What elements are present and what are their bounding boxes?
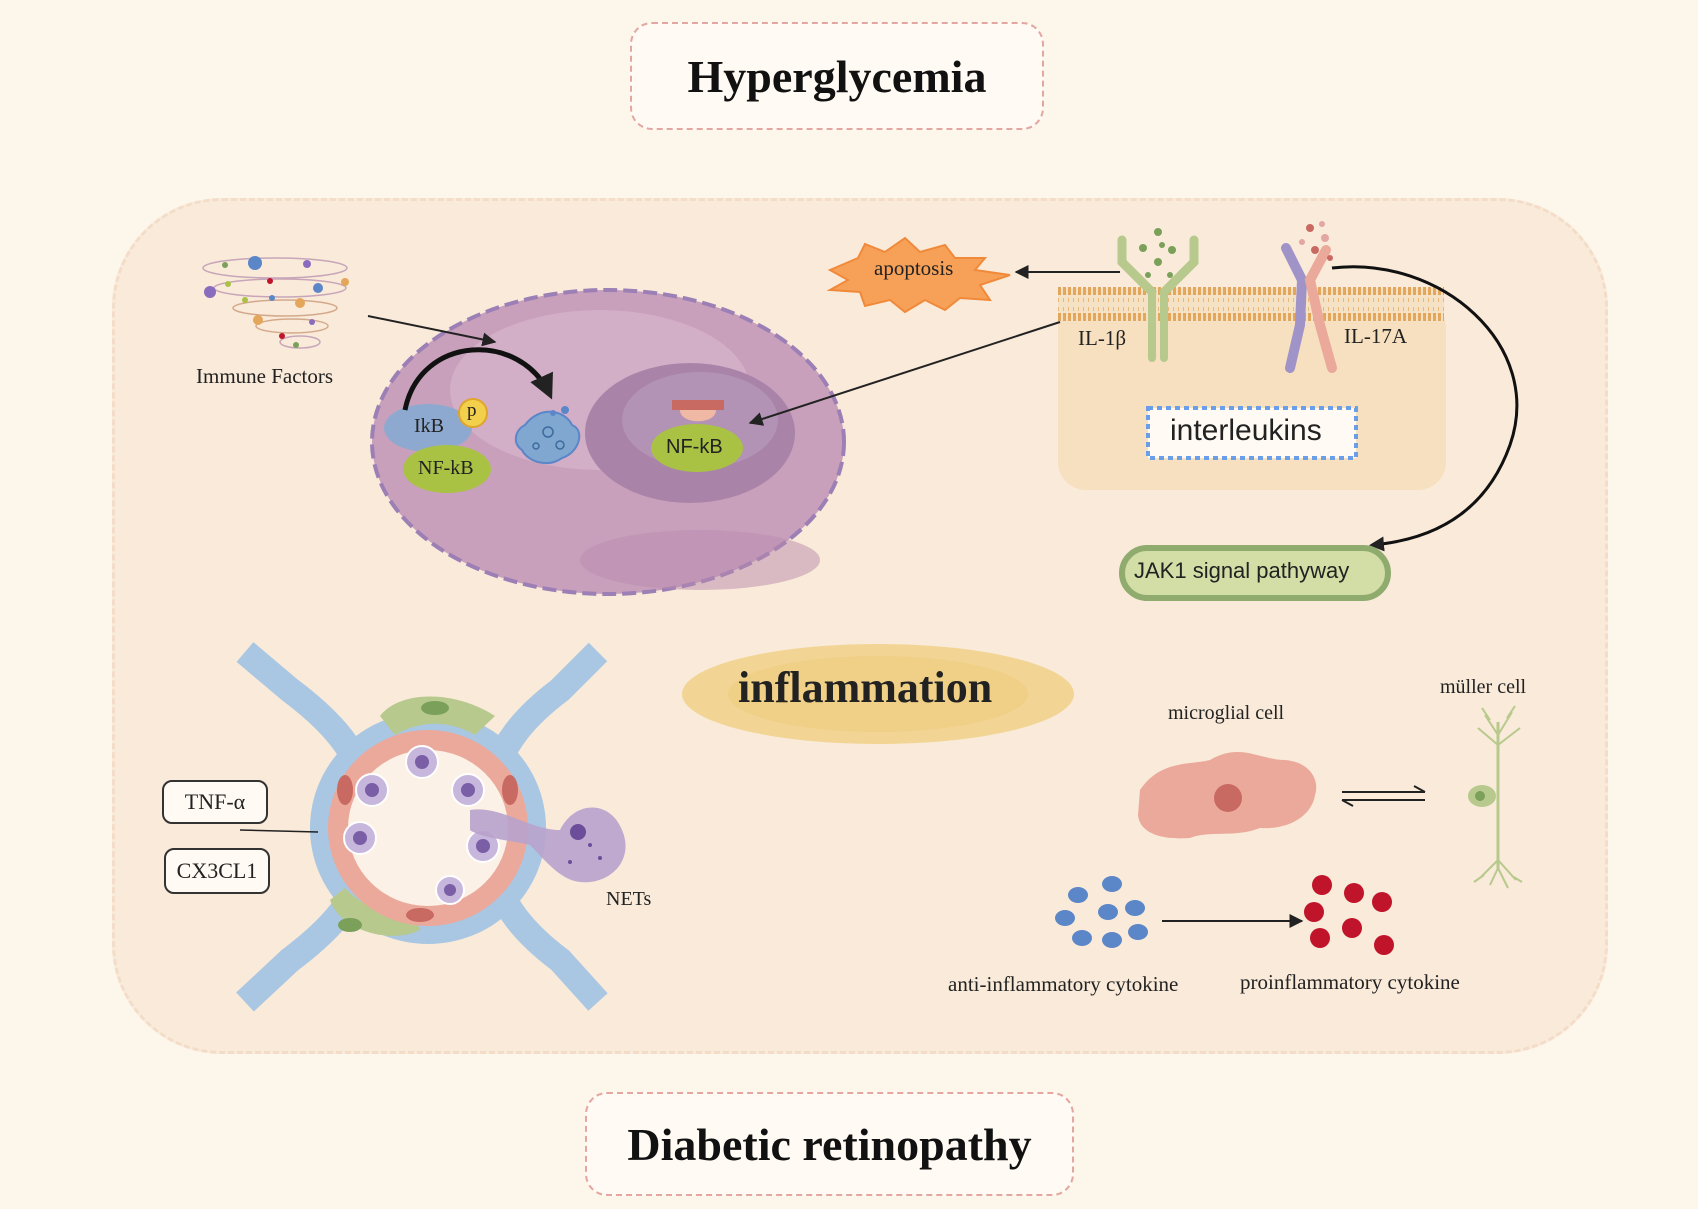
- cell: [370, 288, 846, 596]
- arrow-immune-to-cell: [367, 315, 497, 347]
- tnf-alpha-label: TNF-α: [162, 780, 268, 824]
- arrow-il17a-to-jak1: [1331, 265, 1519, 552]
- anti-cytokine-label: anti-inflammatory cytokine: [948, 972, 1179, 996]
- anti-cytokine-cluster: [1055, 876, 1148, 948]
- immune-factors-icon: [202, 256, 349, 349]
- arrow-il1b-to-nucleus: [748, 321, 1061, 426]
- ikb-shape: [384, 404, 472, 452]
- inflammation-label: inflammation: [738, 663, 993, 712]
- pro-cytokine-label: proinflammatory cytokine: [1240, 970, 1460, 994]
- microglial-cell-label: microglial cell: [1168, 702, 1285, 724]
- apoptosis-burst: [826, 236, 1011, 314]
- pro-cytokine-cluster: [1304, 875, 1394, 955]
- reversible-arrows: [1341, 785, 1426, 807]
- cx3cl1-label: CX3CL1: [164, 848, 270, 894]
- tnf-connector: [239, 829, 319, 833]
- microglial-cell: [1138, 752, 1317, 839]
- interleukins-box: [1146, 406, 1358, 460]
- cell-membrane: [1058, 287, 1444, 321]
- nets-label: NETs: [606, 888, 652, 910]
- hyperglycemia-title: Hyperglycemia: [630, 22, 1044, 130]
- apoptosis-label: apoptosis: [874, 256, 954, 280]
- muller-cell-label: müller cell: [1440, 676, 1527, 698]
- ikb-label: IkB: [414, 415, 444, 437]
- muller-cell: [1468, 705, 1523, 889]
- il17a-receptor: [1281, 221, 1337, 373]
- vessel-cross-section: [236, 642, 608, 1012]
- nfkb-cytoplasm-label: NF-kB: [418, 457, 474, 479]
- phosphate-icon: [458, 398, 488, 428]
- nets-shape: [470, 807, 626, 883]
- p-label: p: [467, 400, 477, 421]
- nfkb-nucleus-shape: [651, 424, 743, 472]
- nfkb-cytoplasm-shape: [403, 445, 491, 493]
- jak1-label: JAK1 signal pathyway: [1134, 558, 1350, 583]
- nfkb-nucleus-label: NF-kB: [666, 436, 723, 458]
- interleukin-region: [1058, 221, 1446, 490]
- il17a-label: IL-17A: [1344, 324, 1407, 348]
- diabetic-retinopathy-title: Diabetic retinopathy: [585, 1092, 1074, 1196]
- immune-factors-label: Immune Factors: [196, 364, 334, 388]
- il1b-receptor: [1117, 228, 1199, 362]
- interleukins-label: interleukins: [1170, 414, 1322, 447]
- il1b-label: IL-1β: [1078, 326, 1126, 350]
- jak1-pill: [1119, 545, 1391, 601]
